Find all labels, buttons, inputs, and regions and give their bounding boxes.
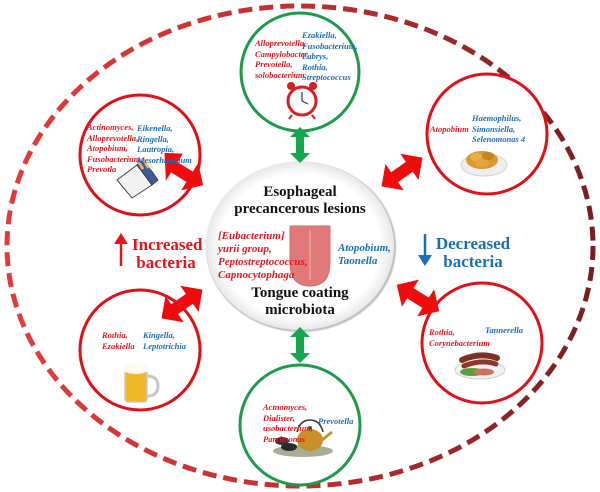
center-increased-item: [Eubacterium] [218, 230, 285, 242]
double-arrow-lower-left [161, 285, 203, 323]
factor-alcohol-decreased: Kingella, Leptotrichia [143, 330, 186, 351]
bacteria-name: Ringella, [137, 133, 169, 144]
decreased-label-line2: bacteria [443, 252, 503, 271]
factor-tea-decreased: Prevotella [318, 416, 353, 427]
factor-sleep-increased: Alloprevotella, Campylobacter, Prevotell… [255, 38, 310, 80]
bacteria-name: Parvimonas [263, 433, 306, 444]
bacteria-name: Ezakiella, [302, 30, 337, 40]
bacteria-name: Campylobacter, [255, 48, 310, 59]
bacteria-name: Mesorhizobium [137, 154, 192, 165]
double-arrow-upper-left [164, 152, 204, 191]
double-arrow-top [290, 127, 310, 163]
increased-bacteria-label: Increased bacteria [132, 235, 203, 272]
center-subtitle-line2: microbiota [265, 302, 335, 318]
factor-smoking-decreased: Eikenella, Ringella, Lautropia, Mesorhiz… [137, 123, 192, 165]
cigarette-pack-icon [116, 157, 159, 199]
bacteria-name: Atopobium [430, 124, 469, 134]
double-arrow-upper-right [381, 153, 423, 191]
center-title-line1: Esophageal [263, 184, 337, 200]
center-subtitle-line1: Tongue coating [251, 285, 349, 301]
factor-sleep-decreased: Ezakiella, Fusobacterium, Labrys, Rothia… [302, 30, 358, 83]
bacteria-name: Corynebacterium [429, 337, 490, 348]
decreased-arrow-icon [418, 234, 432, 266]
bacteria-name: Haemophilus, [472, 113, 522, 123]
center-decreased-item: Taonella [338, 255, 378, 267]
factor-processed-meat-decreased: Tannerella [485, 325, 523, 336]
factor-circle-alcohol [78, 288, 202, 412]
double-arrow-bottom [290, 327, 310, 363]
bacteria-name: Prevotella, [255, 59, 293, 69]
bacteria-name: Eikenella, [137, 123, 173, 133]
increased-arrow-icon [114, 233, 128, 266]
outer-dashed-boundary [4, 3, 596, 489]
bacteria-name: Lautropia, [137, 144, 175, 154]
bacteria-name: Actnomyces, [263, 402, 308, 412]
bacteria-name: Alloprevotella, [87, 132, 139, 143]
decreased-label-line1: Decreased [435, 234, 511, 253]
alarm-clock-icon [286, 82, 318, 120]
factor-smoking-increased: Actinomyces, Alloprevotella, Atopobium, … [87, 122, 143, 175]
fried-food-plate-icon [460, 151, 508, 177]
decreased-bacteria-label: Decreased bacteria [434, 235, 512, 271]
factor-processed-meat-increased: Rothia, Corynebacterium [429, 327, 490, 348]
bacteria-name: Fusobacterium, [302, 40, 358, 51]
bacteria-name: Rothia, [429, 327, 455, 337]
factor-alcohol-increased: Rothia, Ezakiella [102, 330, 135, 351]
bacteria-name: Leptotrichia [143, 340, 186, 351]
factor-fried-food-increased: Atopobium [430, 124, 469, 135]
bacteria-name: Simonsiella, [472, 123, 516, 134]
bacteria-name: Rothia, [102, 330, 128, 340]
bacteria-name: Atopobium, [87, 143, 128, 153]
center-decreased-item: Atopobium, [338, 242, 391, 254]
factor-circle-processed-meat [420, 281, 544, 405]
double-arrow-lower-right [396, 279, 440, 317]
bacteria-name: Labrys, [302, 51, 329, 61]
increased-label-line1: Increased [132, 235, 203, 254]
bacteria-name: usobacterium, [263, 423, 313, 433]
beer-mug-icon [123, 362, 160, 403]
factor-circle-smoking [78, 93, 202, 217]
bacteria-name: Streptococcus [302, 72, 351, 82]
center-increased-item: Capnocytophaga [218, 269, 295, 281]
bacteria-name: solobacterium [255, 69, 305, 80]
bacteria-name: Prevotella [318, 416, 354, 426]
bacteria-name: Tannerella [485, 325, 523, 335]
sausage-plate-icon [454, 352, 506, 380]
bacteria-name: Prevotla [87, 164, 117, 174]
center-increased-item: yurii group, [218, 243, 272, 255]
bacteria-name: Dialister, [263, 412, 295, 423]
factor-circle-fried-food [425, 72, 549, 196]
bacteria-name: Rothia, [302, 61, 328, 72]
factor-fried-food-decreased: Haemophilus, Simonsiella, Selenomonas 4 [472, 113, 525, 145]
tongue-icon [289, 225, 331, 287]
teapot-icon [273, 419, 333, 457]
bacteria-name: Selenomonas 4 [472, 134, 526, 144]
increased-label-line2: bacteria [136, 253, 196, 272]
bacteria-name: Fusobacterium, [87, 153, 143, 164]
bacteria-name: Actinomyces, [87, 122, 134, 132]
bacteria-name: Ezakiella [102, 340, 135, 351]
bacteria-name: Alloprevotella, [255, 38, 307, 48]
center-title-line2: precancerous lesions [234, 201, 366, 217]
factor-tea-increased: Actnomyces, Dialister, usobacterium, Par… [263, 402, 313, 444]
center-increased-item: Peptostreptococcus, [218, 256, 308, 268]
bacteria-name: Kingella, [143, 330, 175, 340]
